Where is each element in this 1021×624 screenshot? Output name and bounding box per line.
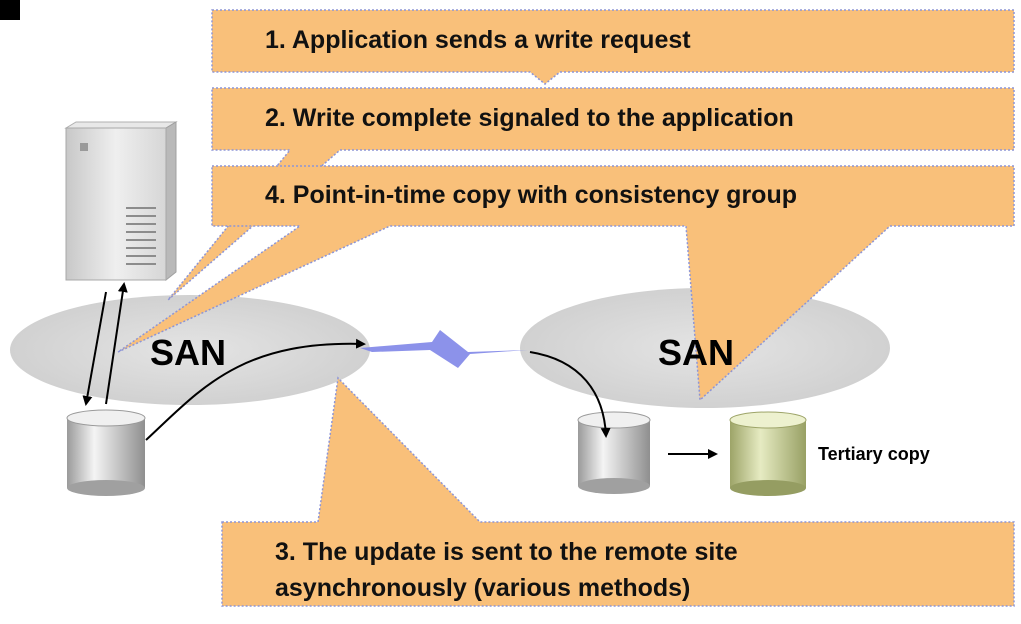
callout-step3-text-line1: 3. The update is sent to the remote site: [275, 538, 738, 566]
server-icon: [64, 121, 178, 282]
callout-step1-shape: [211, 9, 1015, 85]
san-label-remote: SAN: [658, 332, 735, 373]
callout-step1-text: 1. Application sends a write request: [265, 26, 691, 54]
san-label-local: SAN: [150, 332, 227, 373]
remote-disk-icon: [577, 411, 651, 494]
callout-step3-shape: [221, 376, 1015, 607]
wan-link-icon: [360, 330, 528, 368]
local-disk-icon: [66, 409, 146, 496]
tertiary-copy-label: Tertiary copy: [818, 444, 930, 464]
callout-step4-text: 4. Point-in-time copy with consistency g…: [265, 181, 797, 209]
callout-step2-text: 2. Write complete signaled to the applic…: [265, 104, 794, 132]
tertiary-disk-icon: [729, 411, 807, 496]
corner-mark: [0, 0, 20, 20]
callout-step3-text-line2: asynchronously (various methods): [275, 574, 691, 602]
callout-step4-shape: [117, 165, 1015, 402]
data-flow-arrows: [82, 282, 718, 459]
